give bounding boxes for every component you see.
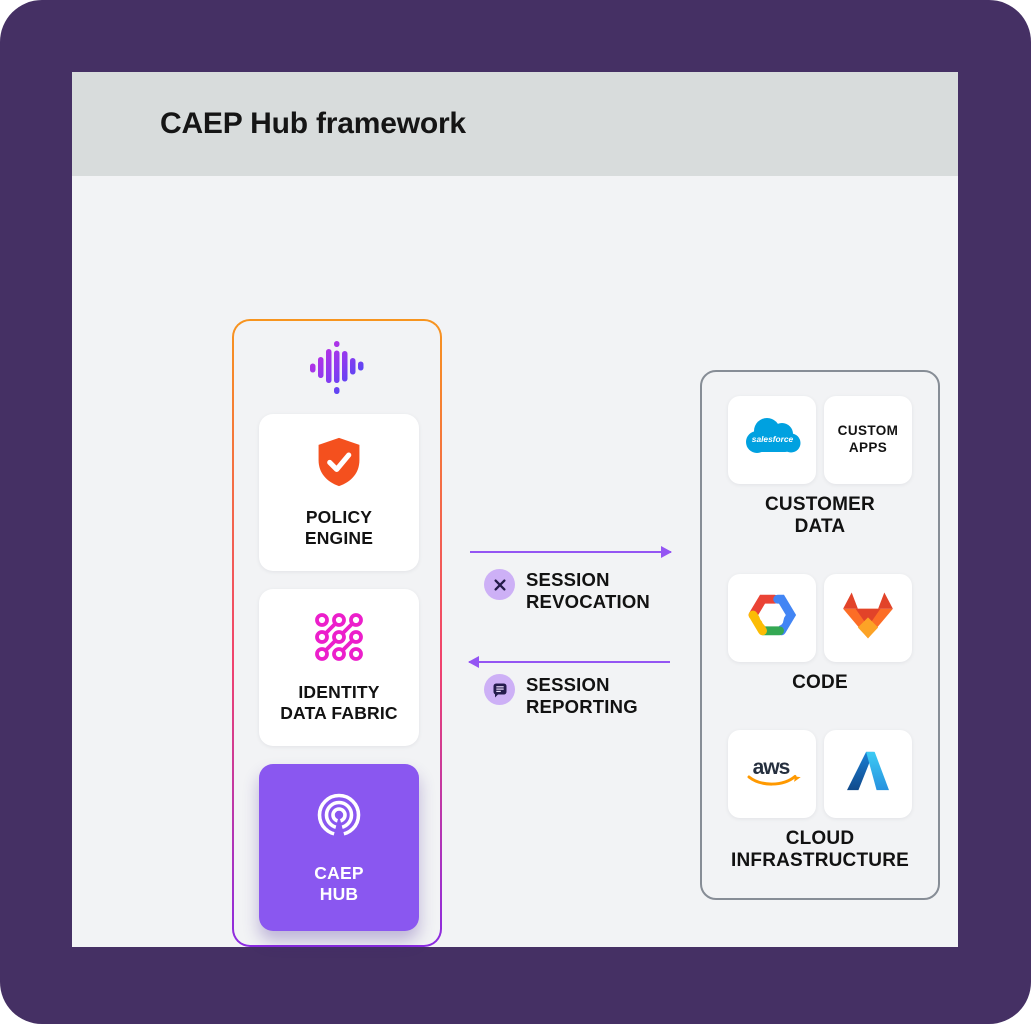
session-reporting-flow: SESSION REPORTING [484,674,638,718]
aws-card: aws [728,729,816,818]
arrow-right-icon [661,546,672,558]
customer-data-group: salesforce CUSTOM APPS CUSTOMER DATA [728,396,912,538]
google-cloud-logo-icon [744,591,800,644]
azure-logo-icon [845,750,891,797]
code-group: CODE [728,573,912,694]
policy-engine-card: POLICY ENGINE [259,414,419,571]
x-circle-icon [484,569,515,600]
salesforce-card: salesforce [728,396,816,484]
caep-hub-card: CAEP HUB [259,764,419,931]
cloud-infrastructure-group: aws [728,729,912,872]
code-label: CODE [792,671,848,693]
svg-text:aws: aws [753,756,790,779]
session-reporting-label: SESSION REPORTING [526,674,638,718]
gitlab-logo-icon [840,590,896,645]
azure-card [824,729,912,818]
session-reporting-arrow [468,656,670,668]
identity-stack-box: POLICY ENGINE [232,319,442,947]
policy-engine-label: POLICY ENGINE [304,507,374,548]
cloud-infrastructure-label: CLOUD INFRASTRUCTURE [730,827,909,871]
salesforce-logo-icon: salesforce [739,415,805,466]
aws-logo-icon: aws [741,751,803,796]
strata-wave-logo-icon [310,341,364,401]
custom-apps-card: CUSTOM APPS [824,396,912,484]
identity-fabric-dots-icon [313,611,365,668]
arrow-left-icon [468,656,479,668]
custom-apps-label: CUSTOM APPS [837,423,899,455]
session-revocation-label: SESSION REVOCATION [526,569,650,613]
gitlab-card [824,573,912,662]
caep-hub-label: CAEP HUB [314,863,364,904]
shield-check-icon [313,436,365,493]
identity-data-fabric-label: IDENTITY DATA FABRIC [280,682,398,723]
message-bubble-icon [484,674,515,705]
session-revocation-flow: SESSION REVOCATION [484,569,650,613]
identity-data-fabric-card: IDENTITY DATA FABRIC [259,589,419,746]
customer-data-label: CUSTOMER DATA [765,494,875,538]
broadcast-icon [311,790,367,849]
page-title: CAEP Hub framework [160,107,466,140]
diagram-panel: CAEP Hub framework [72,72,958,947]
diagram-header: CAEP Hub framework [72,72,958,176]
google-cloud-card [728,573,816,662]
svg-text:salesforce: salesforce [752,434,794,444]
integrations-box: salesforce CUSTOM APPS CUSTOMER DATA [700,370,940,900]
session-revocation-arrow [470,546,672,558]
